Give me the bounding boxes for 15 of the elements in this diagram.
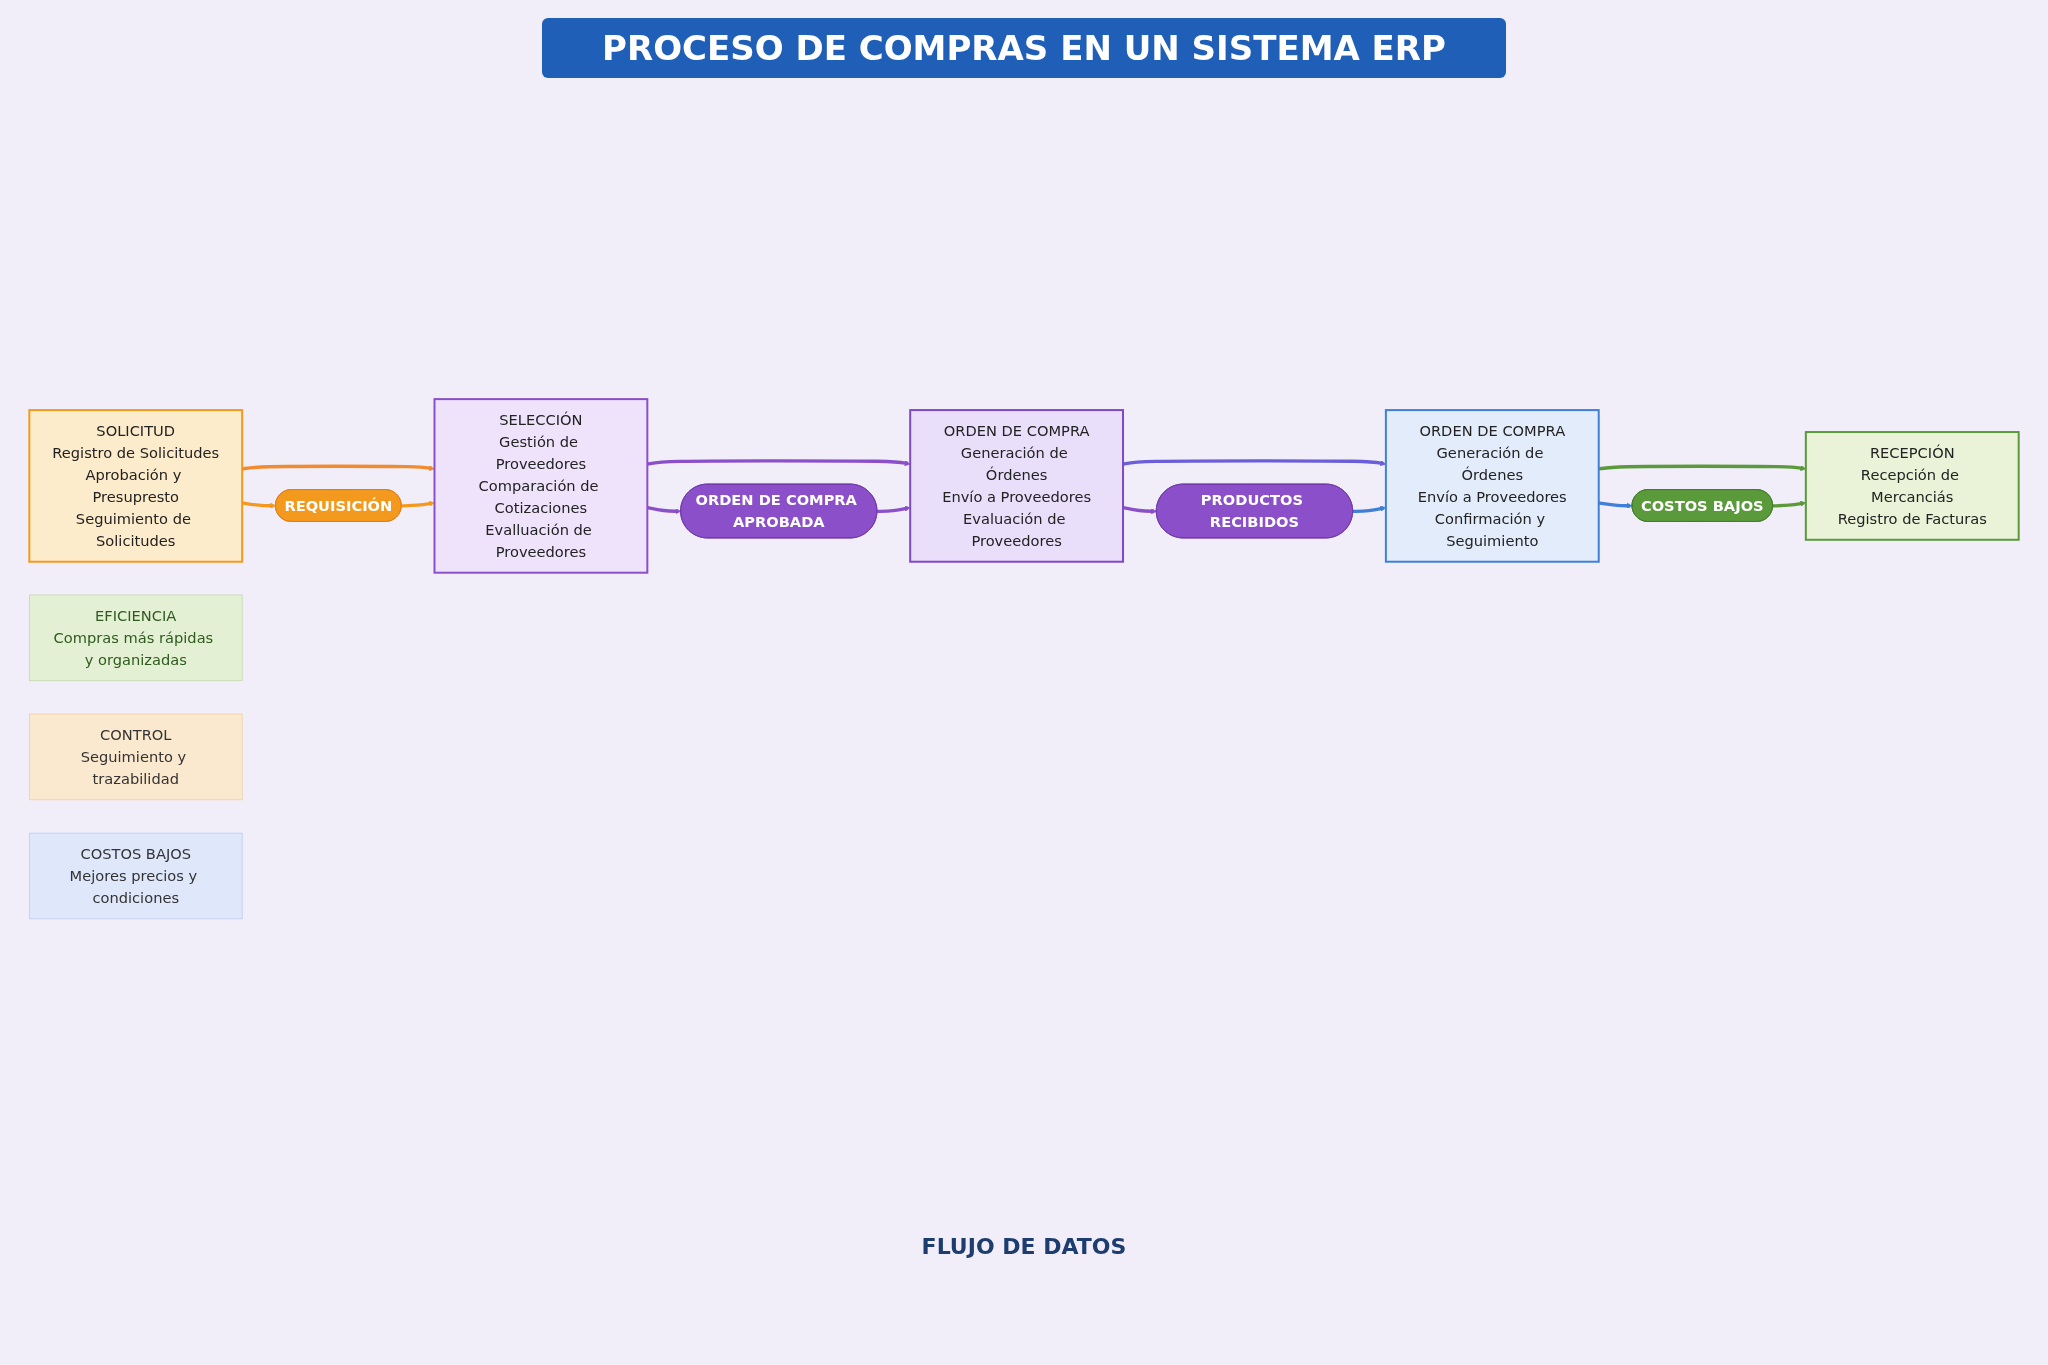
node-box: ORDEN DE COMPRA Generación de Órdenes Envío a Proveedores Confirmación y Seguimiento — [1384, 409, 1600, 563]
footer-label: FLUJO DE DATOS — [921, 1234, 1127, 1259]
node-box: COSTOS BAJOS Mejores precios y condiciones — [29, 832, 243, 920]
node-box: EFICIENCIA Compras más rápidas y organizadas — [29, 594, 243, 682]
node-box: CONTROL Seguimiento y trazabilidad — [29, 713, 243, 801]
title-banner: PROCESO DE COMPRAS EN UN SISTEMA ERP — [542, 18, 1506, 78]
arrow — [1598, 501, 1633, 509]
arrow — [401, 500, 435, 508]
arrow — [877, 505, 911, 513]
node-box: RECEPCIÓN Recepción de Mercanciás Registro de Facturas — [1804, 431, 2020, 541]
arrow — [647, 506, 682, 515]
node-box: SELECCIÓN Gestión de Proveedores Comparación de Cotizaciones Evalluación de Proveedores — [433, 398, 649, 574]
node-box: SOLICITUD Registro de Solicitudes Aprobación y Presupresto Seguimiento de Solicitudes — [28, 409, 244, 563]
arrow — [647, 459, 911, 466]
node-box: ORDEN DE COMPRA Generación de Órdenes Envío a Proveedores Evaluación de Proveedores — [909, 409, 1124, 563]
